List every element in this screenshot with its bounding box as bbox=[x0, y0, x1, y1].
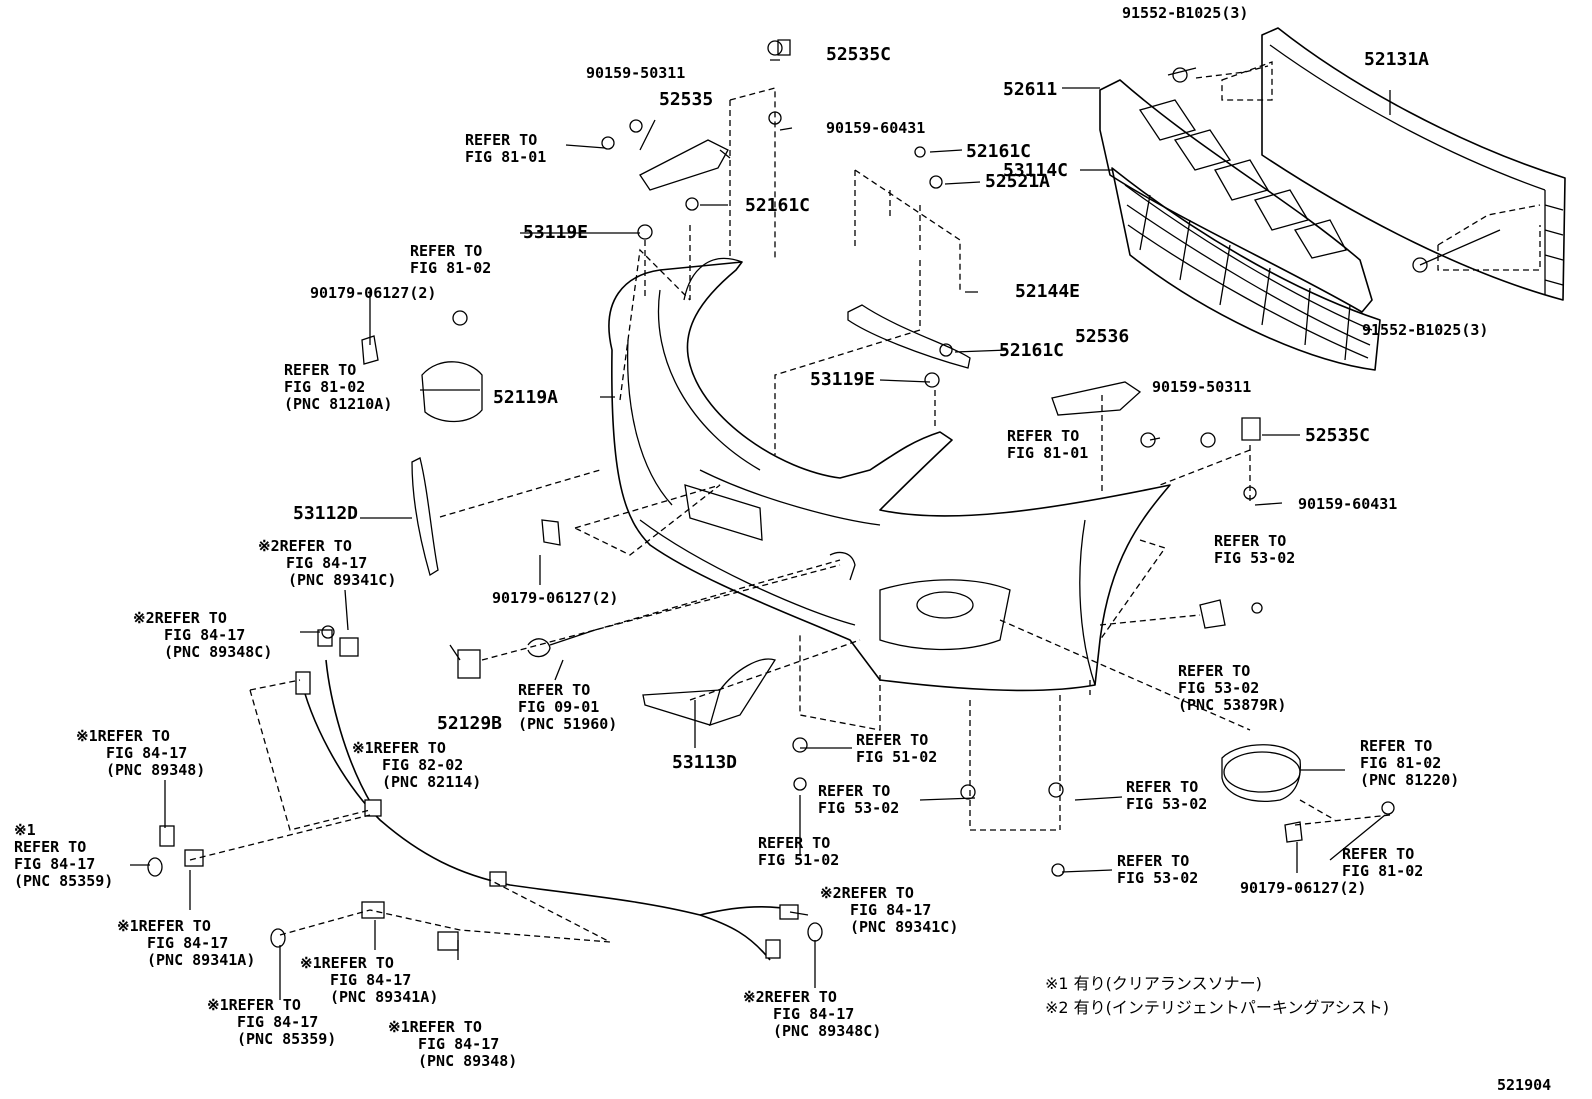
part-label-90179-right: 90179-06127(2) bbox=[1240, 879, 1367, 897]
fasteners bbox=[321, 40, 1428, 877]
part-label-52521A: 52521A bbox=[985, 171, 1051, 192]
note-clearance-sonar: ※1 有り(クリアランスソナー) bbox=[1045, 974, 1262, 993]
part-label-53114C: 53114C bbox=[1003, 160, 1069, 181]
part-label-53113D: 53113D bbox=[672, 752, 738, 773]
part-label-91552-right: 91552-B1025(3) bbox=[1362, 321, 1489, 339]
leader-lines bbox=[130, 59, 1541, 1000]
bumper-cover-drawing bbox=[608, 257, 1171, 692]
part-label-52119A: 52119A bbox=[493, 387, 559, 408]
part-label-53112D: 53112D bbox=[293, 503, 359, 524]
grille-drawing bbox=[1111, 167, 1381, 371]
part-label-52129B: 52129B bbox=[437, 713, 503, 734]
part-label-52144E: 52144E bbox=[1015, 281, 1081, 302]
part-label-52535: 52535 bbox=[659, 89, 714, 110]
part-label-53119E-a: 53119E bbox=[523, 222, 589, 243]
small-parts-drawing bbox=[361, 39, 1303, 843]
part-label-90159-50311-mid: 90159-50311 bbox=[1152, 378, 1252, 396]
part-label-90159-60431-mid: 90159-60431 bbox=[1298, 495, 1398, 513]
sensor-harness-drawing bbox=[147, 629, 823, 961]
note-parking-assist: ※2 有り(インテリジェントパーキングアシスト) bbox=[1045, 998, 1390, 1017]
part-label-90179-left: 90179-06127(2) bbox=[310, 284, 437, 302]
part-label-90159-50311-top: 90159-50311 bbox=[586, 64, 686, 82]
part-label-91552-top: 91552-B1025(3) bbox=[1122, 4, 1249, 22]
figure-id: 521904 bbox=[1497, 1076, 1552, 1094]
part-label-90179-center: 90179-06127(2) bbox=[492, 589, 619, 607]
part-label-52161C-c: 52161C bbox=[999, 340, 1065, 361]
part-label-52161C-a: 52161C bbox=[966, 141, 1032, 162]
part-label-53119E-b: 53119E bbox=[810, 369, 876, 390]
part-label-52611: 52611 bbox=[1003, 79, 1058, 100]
part-label-52535C-top: 52535C bbox=[826, 44, 892, 65]
reinforcement-drawing bbox=[1261, 27, 1566, 301]
part-label-52161C-b: 52161C bbox=[745, 195, 811, 216]
part-label-52535C-mid: 52535C bbox=[1305, 425, 1371, 446]
part-label-90159-60431-top: 90159-60431 bbox=[826, 119, 926, 137]
part-label-52131A: 52131A bbox=[1364, 49, 1430, 70]
part-label-52536: 52536 bbox=[1075, 326, 1130, 347]
